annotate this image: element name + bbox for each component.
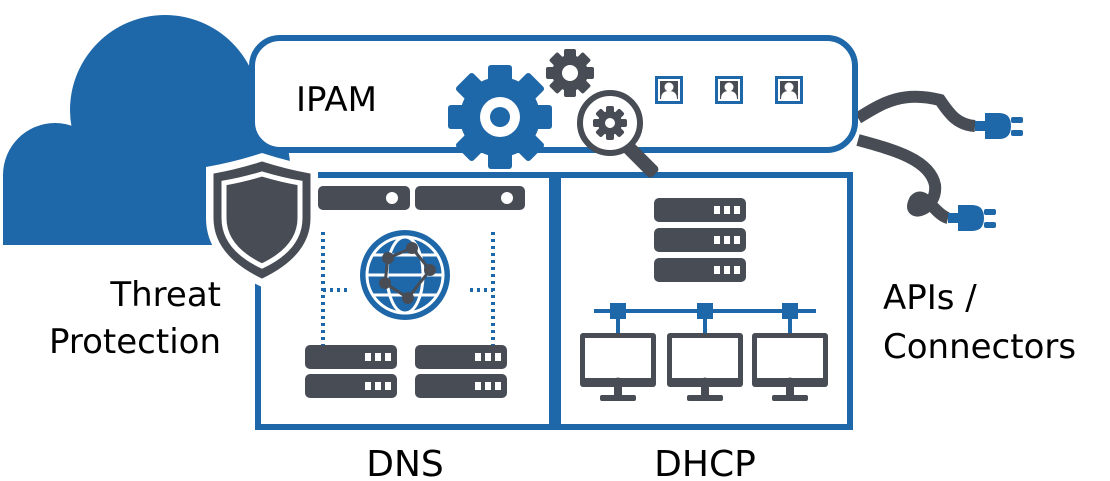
globe-network-icon bbox=[360, 230, 450, 320]
small-gear-icon bbox=[546, 49, 594, 97]
cloud-icon bbox=[3, 15, 290, 245]
ipam-box bbox=[249, 35, 858, 153]
magnifier-gear-icon bbox=[577, 90, 659, 178]
server-icon bbox=[654, 198, 746, 282]
apis-label-line1: APIs / bbox=[883, 278, 977, 318]
power-plug-icon bbox=[854, 90, 1023, 231]
ipam-label: IPAM bbox=[296, 80, 377, 120]
dhcp-label: DHCP bbox=[654, 444, 756, 481]
user-icon bbox=[775, 76, 803, 104]
apis-label-line2: Connectors bbox=[883, 327, 1076, 367]
gear-icon bbox=[448, 65, 552, 169]
dns-network-links bbox=[321, 232, 495, 345]
dns-label: DNS bbox=[366, 444, 444, 481]
threat-label-line1: Threat bbox=[109, 275, 221, 315]
shield-icon bbox=[206, 153, 318, 287]
server-icon bbox=[318, 186, 525, 210]
user-icon bbox=[655, 76, 683, 104]
threat-label-line2: Protection bbox=[49, 322, 221, 362]
dhcp-network-links bbox=[594, 303, 816, 333]
user-icon bbox=[715, 76, 743, 104]
